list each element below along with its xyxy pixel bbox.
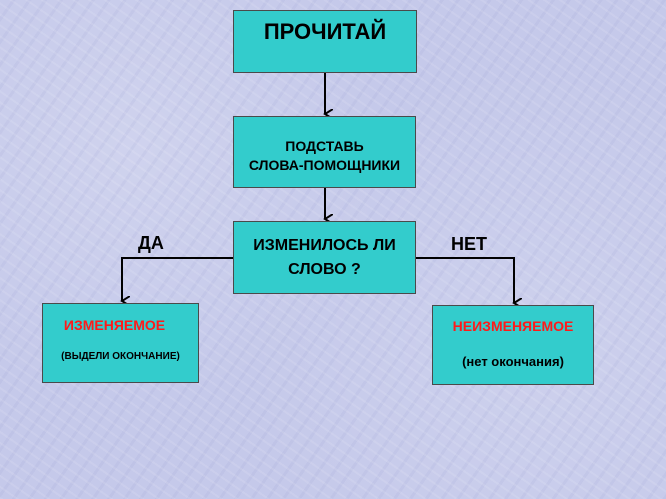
arrow-question-to-unchangeable [416,257,514,303]
node-question-line2: СЛОВО ? [288,260,361,278]
node-question: ИЗМЕНИЛОСЬ ЛИ СЛОВО ? [233,221,416,294]
node-substitute: ПОДСТАВЬ СЛОВА-ПОМОЩНИКИ [233,116,416,188]
node-changeable-title: ИЗМЕНЯЕМОЕ [63,317,166,333]
node-unchangeable-title: НЕИЗМЕНЯЕМОЕ [452,318,574,334]
node-read-label: ПРОЧИТАЙ [263,19,387,44]
branch-label-yes: ДА [138,233,164,253]
node-unchangeable-note: (нет окончания) [462,354,564,369]
node-changeable-note: (ВЫДЕЛИ ОКОНЧАНИЕ) [61,351,180,362]
node-substitute-line1: ПОДСТАВЬ [285,138,364,154]
node-question-line1: ИЗМЕНИЛОСЬ ЛИ [253,236,396,254]
node-changeable: ИЗМЕНЯЕМОЕ (ВЫДЕЛИ ОКОНЧАНИЕ) [42,303,199,383]
branch-label-no: НЕТ [451,234,487,254]
node-read: ПРОЧИТАЙ [233,10,417,73]
node-unchangeable: НЕИЗМЕНЯЕМОЕ (нет окончания) [432,305,594,385]
arrow-question-to-changeable [122,257,233,301]
node-substitute-line2: СЛОВА-ПОМОЩНИКИ [248,157,401,173]
